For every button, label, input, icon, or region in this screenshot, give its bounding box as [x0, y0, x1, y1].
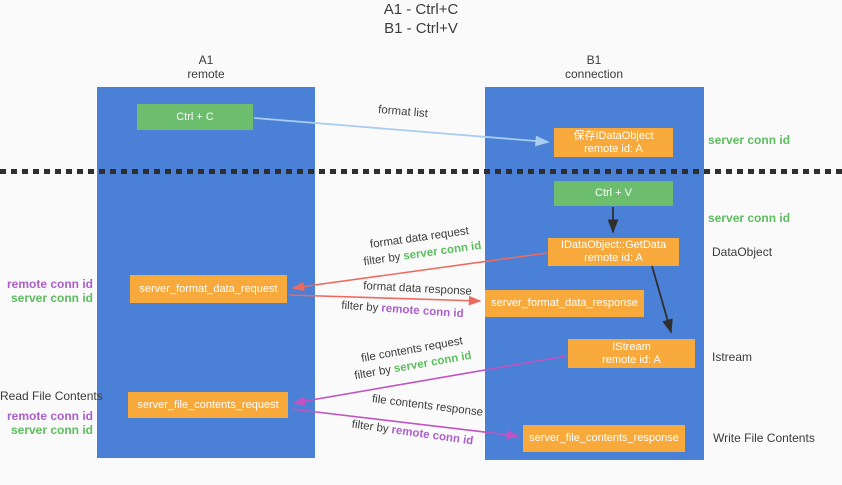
server-file-contents-response-box: server_file_contents_response — [523, 425, 685, 452]
ctrl-c-box: Ctrl + C — [137, 104, 253, 130]
server-format-data-response-label: server_format_data_response — [491, 297, 638, 309]
column-a-id: A1 — [198, 53, 214, 67]
save-idataobject-box: 保存IDataObject remote id: A — [554, 128, 673, 157]
filter-by-text: filter by — [350, 418, 390, 436]
server-file-contents-request-label: server_file_contents_request — [137, 398, 279, 411]
title-line-1: A1 - Ctrl+C — [383, 1, 459, 18]
istream-annotation: Istream — [712, 350, 753, 364]
column-b-header: B1 connection — [534, 53, 654, 81]
file-contents-response-filter-label: filter byremote conn id — [345, 418, 480, 449]
filter-by-text: filter by — [340, 299, 379, 315]
write-file-contents-annotation: Write File Contents — [713, 431, 815, 445]
save-idataobject-line1: 保存IDataObject — [573, 129, 654, 142]
remote-conn-id-text: remote conn id — [380, 302, 465, 321]
server-file-contents-request-box: server_file_contents_request — [128, 392, 288, 418]
getdata-line1: IDataObject::GetData — [560, 239, 667, 251]
filter-by-text: filter by — [362, 251, 402, 269]
format-data-response-label: format data response — [362, 280, 473, 298]
server-format-data-response-box: server_format_data_response — [485, 290, 644, 317]
server-conn-id-annotation-left-upper: server conn id — [10, 291, 93, 305]
ctrl-v-box: Ctrl + V — [554, 181, 673, 206]
read-file-contents-annotation: Read File Contents — [0, 389, 103, 403]
istream-box: IStream remote id: A — [568, 339, 695, 368]
server-conn-id-annotation-top: server conn id — [708, 133, 791, 147]
getdata-line2: remote id: A — [584, 252, 643, 264]
idataobject-getdata-box: IDataObject::GetData remote id: A — [548, 238, 679, 266]
server-file-contents-response-label: server_file_contents_response — [529, 432, 679, 444]
dataobject-annotation: DataObject — [712, 245, 773, 259]
title-line-2: B1 - Ctrl+V — [384, 20, 458, 37]
server-format-data-request-box: server_format_data_request — [130, 275, 287, 303]
remote-conn-id-text: remote conn id — [390, 424, 474, 448]
file-contents-response-label: file contents response — [371, 393, 484, 419]
diagram-title: A1 - Ctrl+C B1 - Ctrl+V — [0, 0, 842, 38]
remote-conn-id-annotation-left-lower: remote conn id — [6, 409, 93, 423]
ctrl-v-label: Ctrl + V — [595, 187, 632, 199]
format-list-label: format list — [377, 103, 429, 121]
column-a-header: A1 remote — [146, 53, 266, 81]
ctrl-c-label: Ctrl + C — [176, 110, 214, 123]
column-b-id: B1 — [586, 53, 602, 67]
server-conn-id-annotation-left-lower: server conn id — [10, 423, 93, 437]
istream-line2: remote id: A — [602, 353, 661, 366]
server-conn-id-annotation-mid: server conn id — [708, 211, 791, 225]
filter-by-text: filter by — [353, 363, 393, 383]
remote-conn-id-annotation-left-upper: remote conn id — [6, 277, 93, 291]
phase-separator-dotted-line — [0, 169, 842, 174]
save-idataobject-line2: remote id: A — [584, 142, 643, 155]
server-format-data-request-label: server_format_data_request — [139, 282, 278, 295]
istream-line1: IStream — [612, 340, 651, 353]
column-b-role: connection — [564, 67, 624, 81]
column-a-role: remote — [187, 67, 225, 81]
